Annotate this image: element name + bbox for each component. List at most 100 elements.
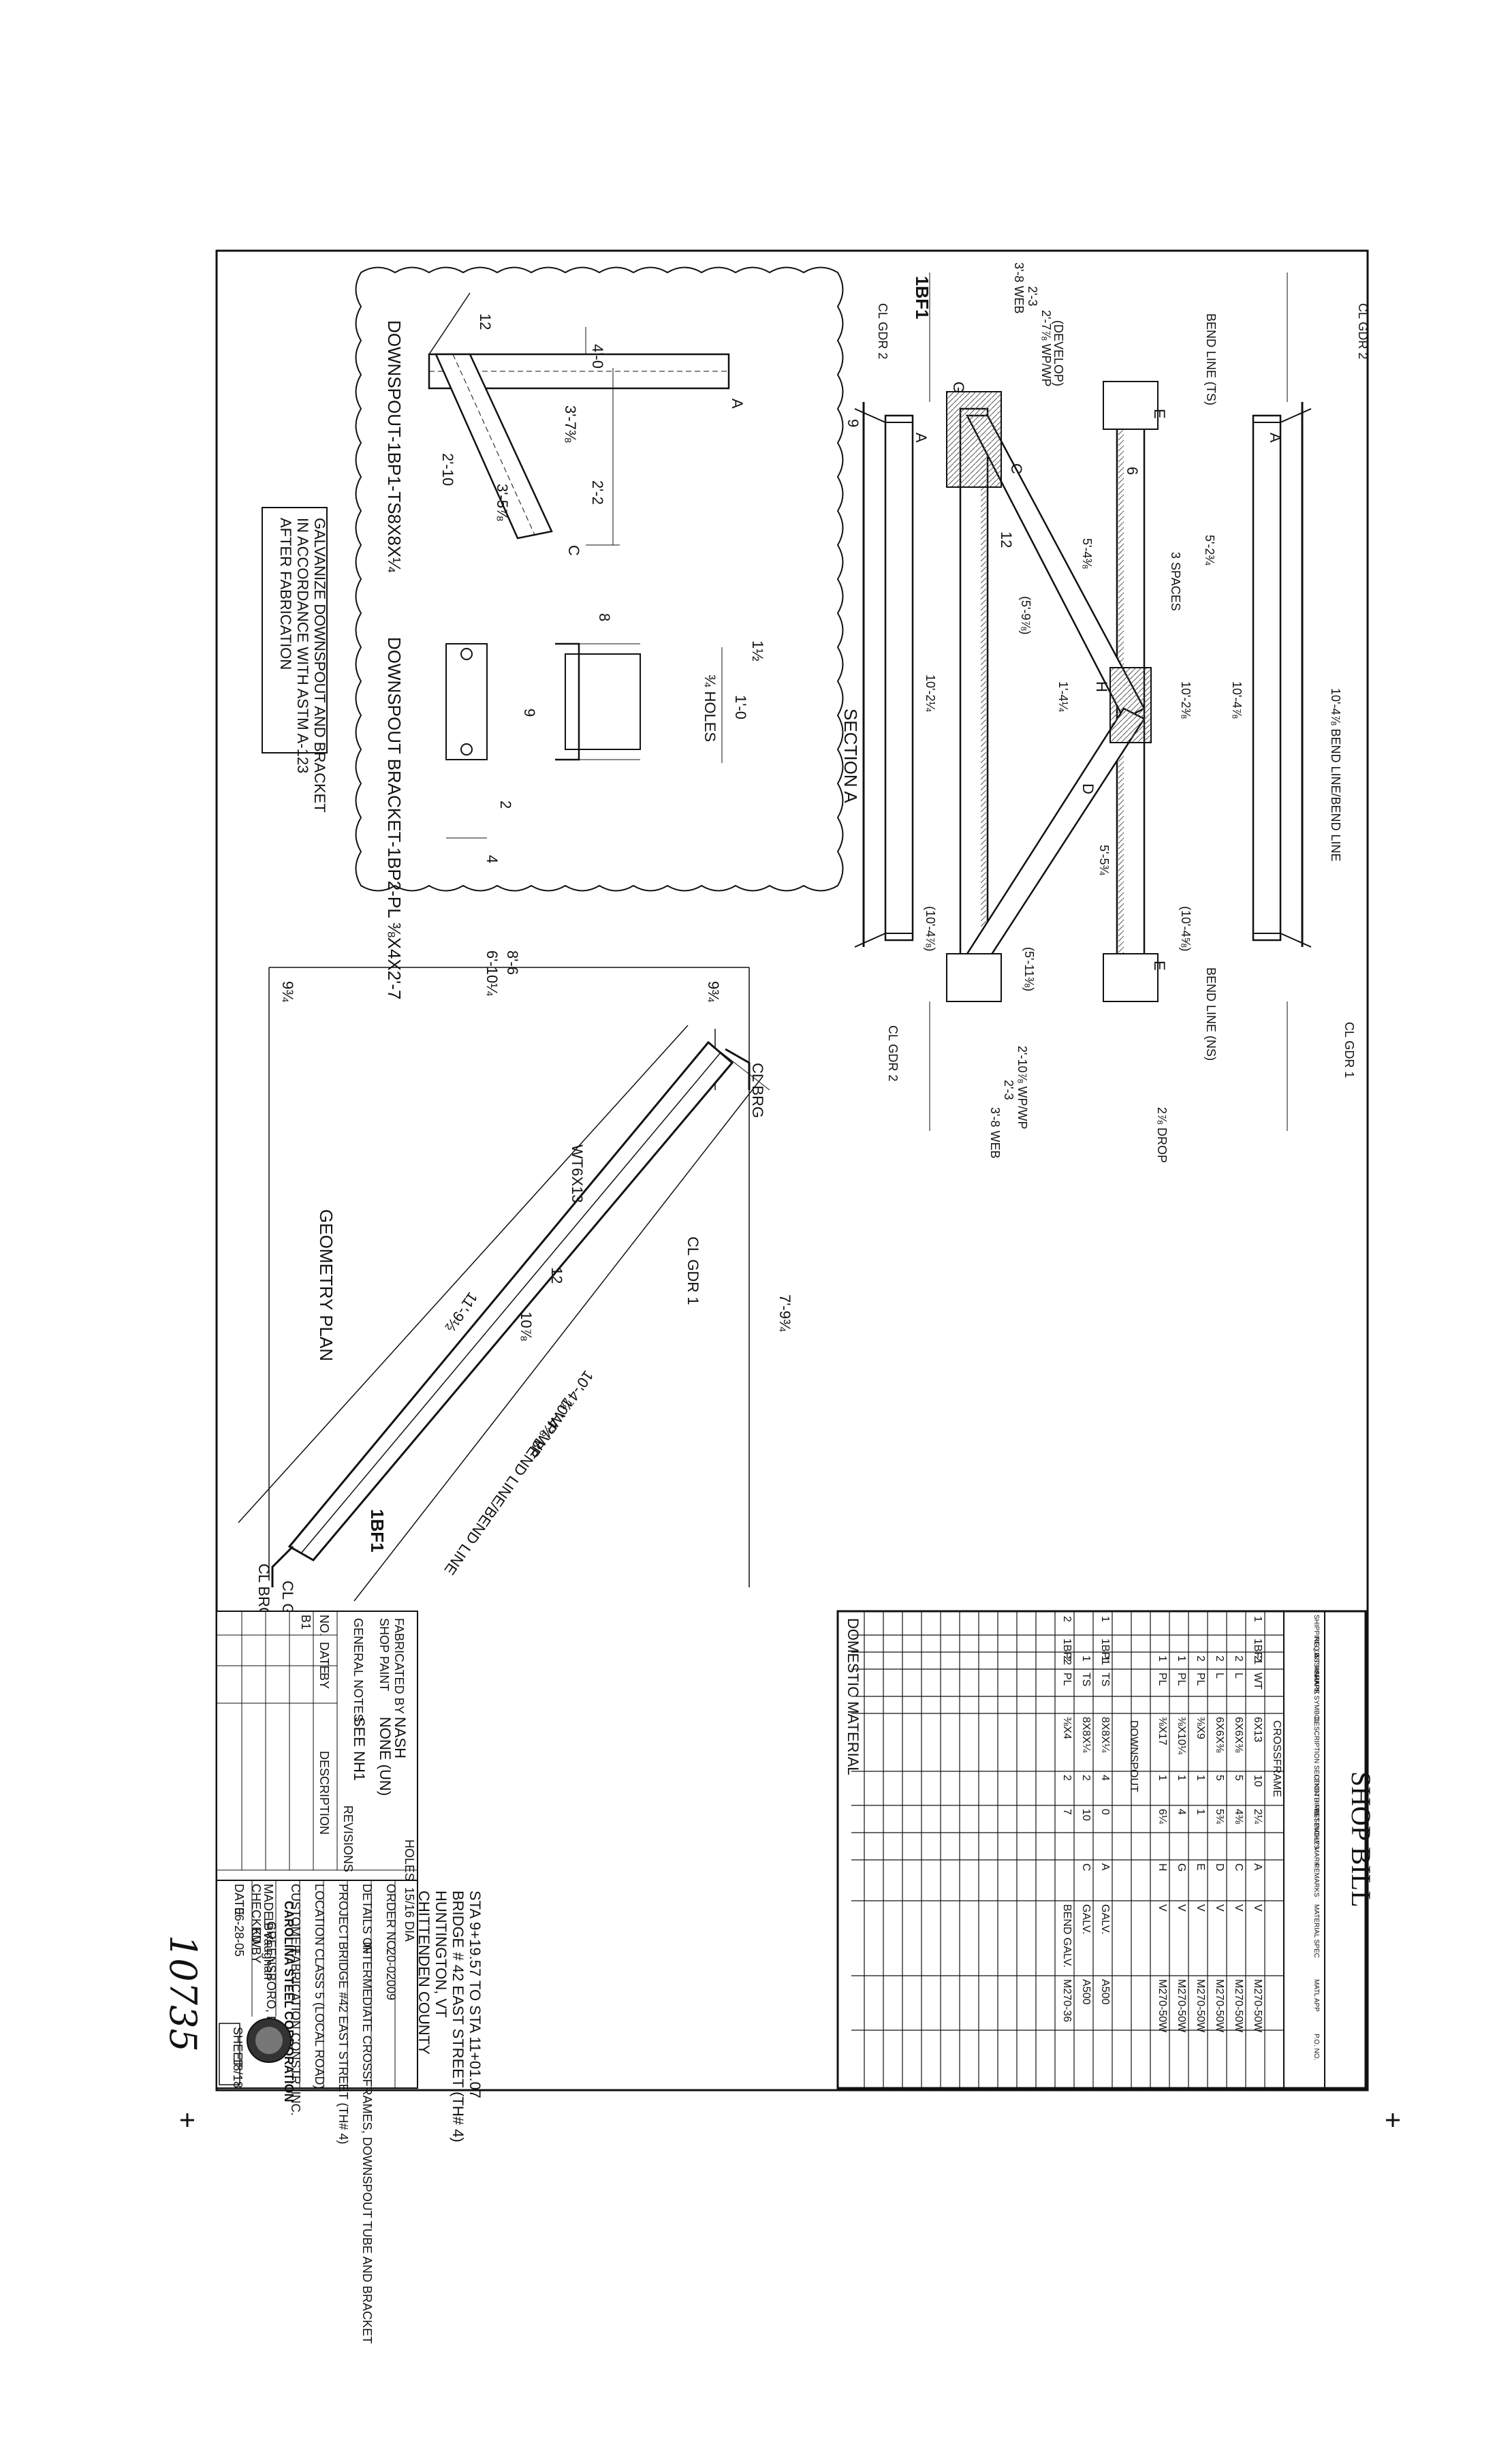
tb-town: HUNTINGTON, VT (432, 1891, 450, 2018)
bill-row1-cell: 5 (1214, 1775, 1225, 1781)
cf-dim-10-4: 10'-4⅞ (1230, 681, 1244, 719)
geo-dim-12: 12 (548, 1267, 565, 1284)
bill-row2-cell: 1BP2 (1061, 1638, 1073, 1665)
bill-row1-cell: 1 (1252, 1616, 1263, 1622)
bill-row2-cell: 2 (1061, 1616, 1073, 1622)
bill-row2-cell: 2 (1061, 1775, 1073, 1781)
bill-row2-cell: GALV. (1099, 1904, 1111, 1934)
cf-plate-e3 (1103, 381, 1159, 430)
cf-mark-e1: E (1151, 409, 1168, 419)
ds-dim-2: 2 (497, 800, 514, 809)
bill-row1-cell: 6X6X⅜ (1214, 1717, 1225, 1753)
cf-wp-bot: 2'-10⅞ WP/WP (1015, 1046, 1029, 1129)
bill-row2-cell: BEND GALV. (1061, 1904, 1073, 1968)
cf-girder-web-right (1252, 414, 1282, 942)
bill-col-header: ASSEMBLY MARK (1312, 1809, 1320, 1867)
geo-title: GEOMETRY PLAN (316, 1209, 336, 1361)
tb-order-value: 20-02009 (384, 1948, 398, 2000)
tb-general-notes-value: SEE NH1 (351, 1717, 368, 1781)
tb-date-value: 06-28-05 (232, 1908, 246, 1957)
bill-row1-cell: M270-50W (1156, 1979, 1168, 2033)
bill-row1-cell: M270-50W (1252, 1979, 1263, 2033)
shop-bill-footer: DOMESTIC MATERIAL (845, 1618, 862, 1775)
cf-girder-web-left (884, 414, 914, 942)
ds-title-tube: DOWNSPOUT-1BP1-TS8X8X¼ (384, 320, 405, 572)
cf-dim-5-5: 5'-5¾ (1097, 845, 1111, 875)
bill-row1-cell: V (1195, 1904, 1206, 1912)
cf-mark-d: D (1080, 783, 1097, 794)
cf-web-top: 3'-8 WEB (1012, 262, 1026, 313)
ds-dim-3-5: 3'-5⅞ (494, 484, 511, 521)
cf-dim-10-2b: 10'-2⅜ (1179, 681, 1193, 719)
bill-col-header: LENGTH FEET INCHES (1312, 1775, 1320, 1850)
bill-row1-cell: 6X13 (1252, 1717, 1263, 1742)
cf-section: SECTION A (840, 709, 861, 803)
scalloped-outline (355, 266, 844, 892)
ds-dim-8: 8 (596, 613, 613, 621)
bill-row1-cell: PL (1195, 1673, 1206, 1686)
bill-row2-cell: 7 (1061, 1809, 1073, 1815)
bill-row1-cell: 1 (1195, 1775, 1206, 1781)
galv-note-3: AFTER FABRICATION (277, 518, 294, 670)
cf-dim-10-4p: (10'-4⅞) (924, 906, 937, 951)
bill-row1-cell: 4 (1176, 1809, 1187, 1815)
cf-bend-ns: BEND LINE (NS) (1204, 967, 1218, 1061)
tb-sta: STA 9+19.57 TO STA 11+01.07 (467, 1891, 484, 2098)
ds-dim-9: 9 (521, 709, 538, 717)
drawing-border (215, 249, 1369, 2092)
geo-dim-10: 10⅞ (518, 1311, 535, 1341)
bill-row1-cell: 6¼ (1156, 1809, 1168, 1824)
tb-order-label: ORDER NO. (384, 1884, 398, 1953)
geo-dim-8-6: 8'-6 (504, 950, 521, 975)
bill-row1-cell: G (1176, 1863, 1187, 1871)
bill-row1-cell: 1 (1176, 1775, 1187, 1781)
tb-customer-label: CUSTOMER (289, 1884, 302, 1954)
tb-fabricated-value: NASH (392, 1717, 409, 1758)
cf-2-3-bot: 2'-3 (1002, 1080, 1015, 1100)
tb-date-label: DATE (232, 1884, 246, 1916)
tb-company: CAROLINA STEEL CORPORATION (282, 1901, 296, 2102)
bill-row2-cell: A (1099, 1863, 1111, 1871)
registration-mark-left (180, 2113, 194, 2127)
tb-company-city: GREENSBORO, NC (264, 1921, 278, 2034)
bracket-plate (445, 643, 488, 760)
bill-row1-cell: 1 (1195, 1809, 1206, 1815)
bill-row2-cell: 10 (1080, 1809, 1092, 1821)
tb-checked-value: KW (249, 1928, 263, 1948)
bill-row1-cell: 5¾ (1214, 1809, 1225, 1824)
ds-mark-c: C (565, 545, 582, 556)
bill-group-2-desc: DOWNSPOUT (1128, 1720, 1139, 1792)
galvanize-note-box (262, 507, 328, 753)
bill-row1-cell: 4⅜ (1233, 1809, 1244, 1824)
bill-col-header: MATERIAL SPEC (1312, 1904, 1320, 1958)
bill-row2-cell: 1BP1 (1099, 1638, 1111, 1665)
cf-wp-top: 2'-7⅞ WP/WP (1039, 310, 1053, 386)
tb-county: CHITTENDEN COUNTY (415, 1891, 432, 2055)
bill-row1-cell: V (1156, 1904, 1168, 1912)
bill-row1-cell: 1 (1156, 1775, 1168, 1781)
geo-cl-gdr-1: CL GDR 1 (684, 1237, 702, 1305)
ds-mark-a: A (729, 399, 746, 409)
cf-2-3-top: 2'-3 (1026, 286, 1039, 306)
bill-row1-cell: M270-50W (1176, 1979, 1187, 2033)
tb-sheet-value: 18/18 (231, 2057, 245, 2088)
bill-row2-cell: 1 (1080, 1656, 1092, 1662)
tb-general-notes: GENERAL NOTES (351, 1618, 365, 1722)
cf-cl-gdr-1-top: CL GDR 2 (1356, 303, 1370, 359)
cf-spaces: 3 SPACES (1169, 552, 1182, 611)
geo-cl-brg-1: CL BRG (749, 1063, 766, 1118)
bill-row1-cell: ⅜X9 (1195, 1717, 1206, 1739)
tube-c (435, 353, 553, 540)
bill-row1-cell: M270-50W (1233, 1979, 1244, 2033)
bill-col-header: ASSM MARK (1312, 1653, 1320, 1694)
tb-details-label: DETAILS OF (360, 1884, 374, 1955)
tb-location-label: LOCATION (313, 1884, 326, 1946)
bill-row1-cell: 10 (1252, 1775, 1263, 1787)
tb-checked-label: CHECKED BY (249, 1884, 263, 1963)
bill-row1-cell: 5 (1233, 1775, 1244, 1781)
cf-dim-6: 6 (1124, 467, 1141, 475)
bill-row1-cell: 2¼ (1252, 1809, 1263, 1824)
bill-row2-cell: 2 (1080, 1775, 1092, 1781)
bill-row1-cell: L (1233, 1673, 1244, 1679)
